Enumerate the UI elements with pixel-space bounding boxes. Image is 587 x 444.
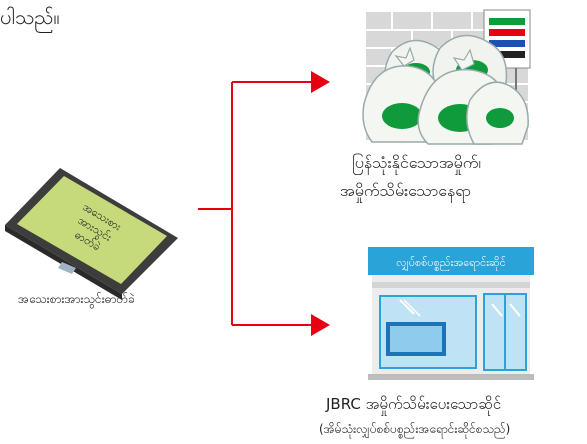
shop-ground [368, 374, 534, 380]
sign-stripe-black [489, 51, 525, 58]
sign-stripe-red [489, 29, 525, 36]
arrow-head-upper [311, 71, 330, 93]
bag-mark [486, 108, 514, 128]
branching-arrow [198, 71, 330, 336]
intro-text: ပါသည်။ [0, 5, 60, 29]
electronics-shop-illustration: လျှပ်စစ်ပစ္စည်းအရောင်းဆိုင် [368, 247, 534, 380]
battery-illustration: အသေးစား အားသွင်း ဓာတ်ခဲ [5, 168, 178, 300]
battery-terminal [58, 262, 76, 274]
shop-label-line2: (အိမ်သုံးလျှပ်စစ်ပစ္စည်းအရောင်းဆိုင်စသည်… [319, 422, 511, 436]
sign-stripe-blue [489, 40, 525, 47]
bag-mark [382, 103, 422, 129]
shop-signboard [368, 247, 534, 275]
recycling-bags-illustration [362, 9, 531, 145]
recycling-point-label-line2: အမှိုက်သိမ်းသောနေရာ [340, 181, 471, 200]
battery-face [17, 176, 167, 284]
shop-label-line1: JBRC အမှိုက်သိမ်းပေးသောဆိုင် [326, 395, 502, 413]
arrow-head-lower [311, 314, 330, 336]
shop-sign-text: လျှပ်စစ်ပစ္စည်းအရောင်းဆိုင် [396, 256, 506, 271]
battery-side [5, 225, 122, 300]
recycling-point-label-line1: ပြန်သုံးနိုင်သောအမှိုက်၊ [352, 153, 481, 172]
sign-stripe-green [489, 18, 525, 25]
battery-caption: အသေးစားအားသွင်းဓာတ်ခဲ [18, 292, 135, 306]
